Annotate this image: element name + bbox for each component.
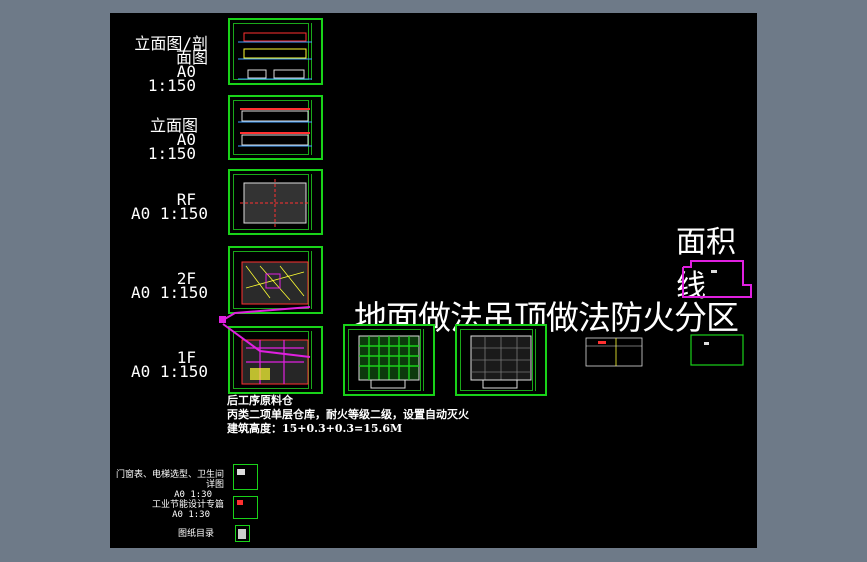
sheet-title-block [535,329,543,391]
note-line: 后工序原料仓 [227,394,293,407]
hatch-pattern [359,336,419,380]
label-energy-design: 工业节能设计专篇 A0 1:30 [130,500,224,520]
sheet-drawing [240,179,310,227]
area-tag [711,270,717,273]
label-rf: RF A0 1:150 [120,190,208,223]
label-scale: A0 1:150 [130,283,208,302]
elevation-b [243,48,307,59]
label-2f: 2F A0 1:150 [120,269,208,302]
core-block [265,273,281,289]
label-title: 工业节能设计专篇 [151,500,224,510]
sheet-title-block [423,329,431,391]
annex [482,379,518,389]
label-drawing-index: 图纸目录 [130,529,214,539]
sheet-elevation[interactable] [228,95,323,160]
elevation-b [241,134,309,146]
magenta-marker [219,316,226,323]
ceiling-grid [471,336,531,380]
label-title: 立面图 [149,116,198,135]
area-tag [704,342,709,345]
stair-block [250,368,270,380]
annex [370,379,406,389]
area-line-drawing[interactable] [681,255,757,300]
magenta-leader [222,306,311,321]
sheet-floor-finish[interactable] [343,324,435,396]
sheet-drawing [238,32,312,80]
sheet-inner-frame [348,329,421,391]
elevation-a [243,32,307,42]
note-line: 建筑高度：15+0.3+0.3=15.6M [227,422,403,435]
elevation-a [241,110,309,122]
sheet-inner-frame [460,329,533,391]
sheet-drawing [470,335,532,389]
sheet-content [238,529,246,539]
label-title: RF [176,190,196,209]
sheet-title-block [311,251,319,309]
drawing-canvas[interactable]: 立面图/剖面图 A0 1:150 立面图 A0 1:150 RF A0 1:15… [110,13,757,548]
label-elevation: 立面图 A0 1:150 [120,116,198,163]
fire-zone-box [585,337,643,367]
sheet-energy-design[interactable] [233,496,258,519]
note-line: 丙类二项单层仓库，耐火等级二级，设置自动灭火 [227,408,469,421]
section-b [273,69,305,79]
plan-detail [245,265,305,301]
sheet-drawing-index[interactable] [235,525,250,542]
label-scale: A0 1:150 [130,204,208,223]
label-door-window-table: 门窗表、电梯选型、卫生间详图 A0 1:30 [110,470,224,500]
sheet-title-block [311,23,319,80]
sheet-inner-frame [233,100,309,155]
sheet-drawing [358,335,420,389]
sheet-1f-plan[interactable] [228,326,323,394]
label-scale: A0 1:30 [174,490,212,500]
area-rect [690,334,744,366]
sheet-ceiling[interactable] [455,324,547,396]
area-rect-drawing[interactable] [690,333,750,369]
sheet-title-block [311,174,319,230]
heading-area-line: 面积线 [676,225,736,304]
project-notes: 后工序原料仓 丙类二项单层仓库，耐火等级二级，设置自动灭火 建筑高度：15+0.… [227,394,469,436]
sheet-drawing [238,108,312,147]
sheet-inner-frame [233,174,309,230]
label-title: 1F [176,348,196,367]
leader-lines [219,306,311,358]
plan-detail [246,340,304,384]
label-title: 门窗表、电梯选型、卫生间详图 [115,470,224,490]
sheet-content [237,500,243,505]
label-1f: 1F A0 1:150 [120,348,208,381]
label-title: 2F [176,269,196,288]
label-elevation-section: 立面图/剖面图 A0 1:150 [120,34,208,95]
label-scale: A0 1:150 [147,130,196,163]
label-title: 图纸目录 [177,529,214,539]
sheet-title-block [311,331,319,389]
area-outline [682,260,752,298]
sheet-content [237,469,245,475]
label-scale: A0 1:150 [130,362,208,381]
sheet-elevation-section[interactable] [228,18,323,85]
sheet-drawing [241,261,309,305]
fire-zone-drawing[interactable] [585,337,646,368]
sheet-title-block [311,100,319,155]
label-title: 立面图/剖面图 [134,34,208,67]
sheet-door-window[interactable] [233,464,258,490]
label-scale: A0 1:150 [147,62,196,95]
sheet-rf-plan[interactable] [228,169,323,235]
section-a [247,69,267,79]
sheet-2f-plan[interactable] [228,246,323,314]
label-scale: A0 1:30 [172,510,210,520]
magenta-leader [222,323,311,358]
fire-zone-tag [598,341,606,344]
sheet-drawing [241,339,309,385]
